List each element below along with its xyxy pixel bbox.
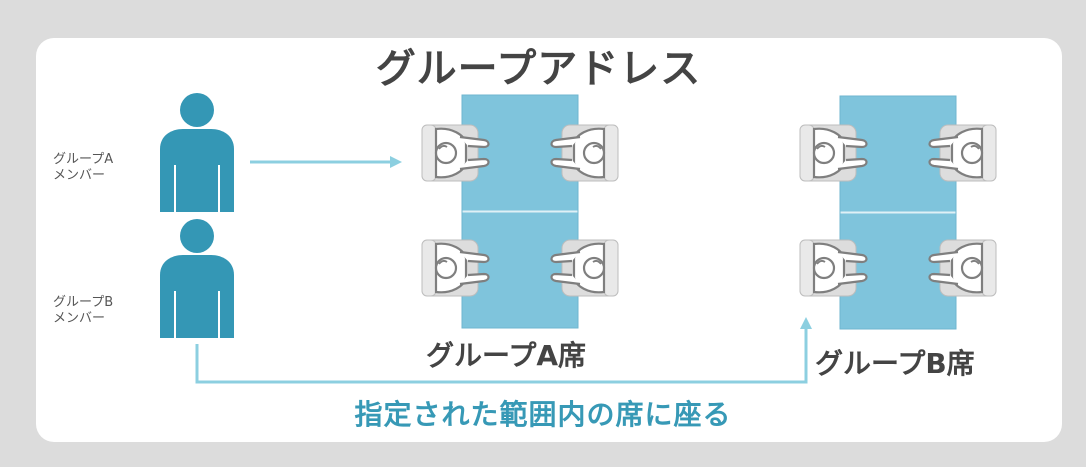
- instruction-text: 指定された範囲内の席に座る: [354, 398, 732, 431]
- member-b-role: メンバー: [53, 311, 106, 326]
- member-a-role: メンバー: [53, 168, 106, 183]
- member-a-group: グループA: [53, 152, 114, 167]
- seat-label-b: グループB席: [815, 347, 975, 380]
- member-label-a: グループA メンバー: [53, 152, 113, 184]
- diagram-title: グループアドレス: [375, 46, 702, 92]
- member-b-group: グループB: [53, 295, 114, 310]
- desk-icon-group-b: [839, 95, 957, 330]
- arrow-icon-group-b: [195, 317, 812, 384]
- arrow-icon-group-a: [250, 156, 402, 168]
- member-label-b: グループB メンバー: [53, 295, 113, 327]
- person-icon-group-a: [159, 92, 235, 213]
- seat-label-a: グループA席: [426, 339, 586, 372]
- desk-icon-group-a: [461, 94, 579, 329]
- person-icon-group-b: [159, 218, 235, 339]
